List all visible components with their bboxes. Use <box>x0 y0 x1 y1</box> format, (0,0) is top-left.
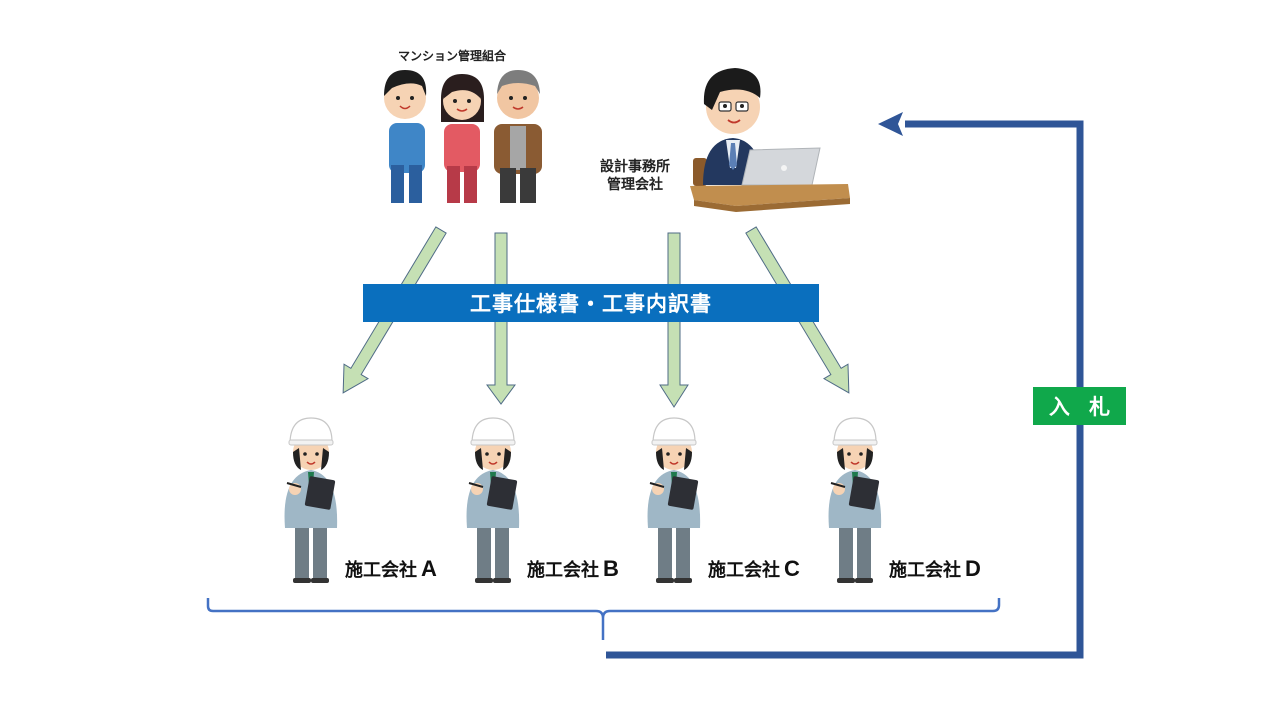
contractor-label-prefix: 施工会社 <box>527 560 599 581</box>
contractor-label-letter: A <box>421 556 437 581</box>
contractor-label-prefix: 施工会社 <box>345 560 417 581</box>
designer-label-line1: 設計事務所 <box>600 159 670 175</box>
resident-elder-icon <box>494 70 542 203</box>
contractor-label-letter: D <box>965 556 981 581</box>
contractor-label-prefix: 施工会社 <box>708 560 780 581</box>
contractors-bracket <box>206 598 1001 640</box>
designer-label-line2: 管理会社 <box>607 177 663 193</box>
resident-woman-icon <box>441 74 484 203</box>
bid-flow-arrowhead <box>878 112 903 136</box>
contractor-label-letter: B <box>603 556 619 581</box>
designer-label: 設計事務所 管理会社 <box>600 158 670 194</box>
specification-banner: 工事仕様書・工事内訳書 <box>363 284 819 322</box>
resident-man-icon <box>384 70 427 203</box>
contractor-label-letter: C <box>784 556 800 581</box>
contractor-label-prefix: 施工会社 <box>889 560 961 581</box>
owners-label: マンション管理組合 <box>398 49 507 63</box>
bid-label: 入 札 <box>1033 387 1126 425</box>
